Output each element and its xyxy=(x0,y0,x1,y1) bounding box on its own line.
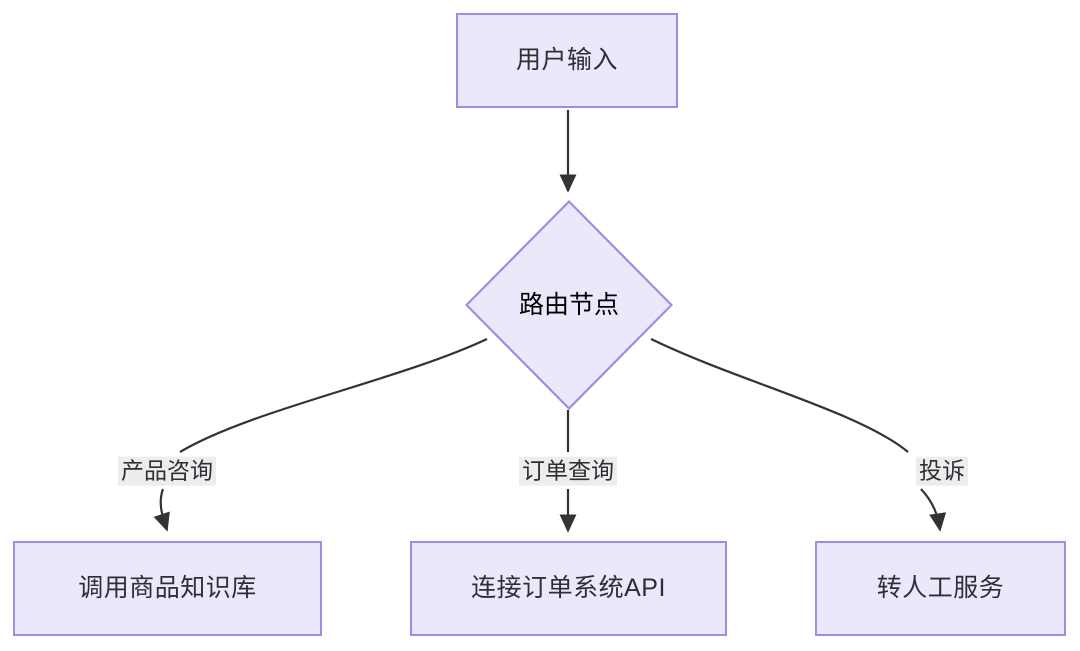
node-user-input-label: 用户输入 xyxy=(515,46,618,74)
node-human-service[interactable]: 转人工服务 xyxy=(815,541,1066,636)
node-router[interactable]: 路由节点 xyxy=(465,200,673,410)
node-order-api[interactable]: 连接订单系统API xyxy=(410,541,727,636)
node-order-api-label: 连接订单系统API xyxy=(471,574,666,602)
node-human-service-label: 转人工服务 xyxy=(876,574,1005,602)
edge-router-to-human-tail xyxy=(920,488,947,532)
node-product-kb-label: 调用商品知识库 xyxy=(78,574,257,602)
edge-label-order-query: 订单查询 xyxy=(519,456,617,486)
edge-router-to-product-tail xyxy=(153,488,170,532)
node-user-input[interactable]: 用户输入 xyxy=(456,13,678,108)
edge-label-complaint: 投诉 xyxy=(916,456,968,486)
edge-router-to-human xyxy=(650,338,909,453)
edge-router-to-product xyxy=(179,338,488,453)
edge-label-product-consult: 产品咨询 xyxy=(118,456,216,486)
diamond-shape xyxy=(465,200,673,410)
node-router-label: 路由节点 xyxy=(518,290,619,319)
node-product-kb[interactable]: 调用商品知识库 xyxy=(13,541,322,636)
